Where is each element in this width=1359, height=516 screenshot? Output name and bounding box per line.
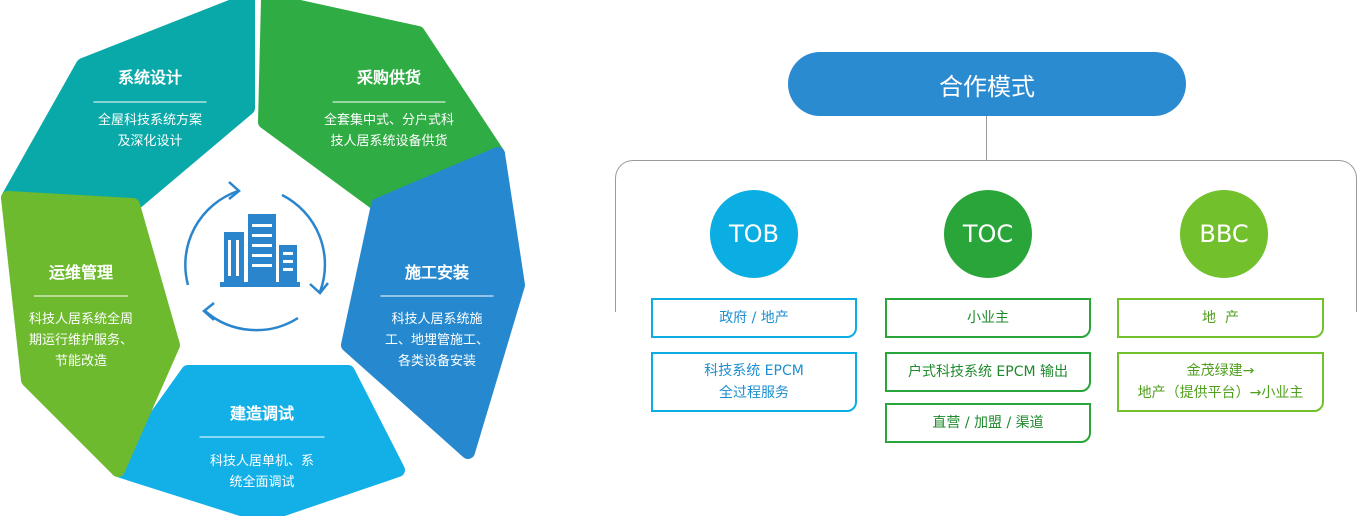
segment-description: 节能改造 [55,354,107,369]
segment-title: 运维管理 [49,263,113,282]
arrowhead-icon [228,181,241,200]
cycle-arrow-icon [281,193,327,293]
segment-shape [341,147,525,459]
arrowhead-icon [202,302,215,321]
segment-description: 全屋科技系统方案 [98,112,202,128]
segment-title: 施工安装 [405,263,469,282]
cycle-arrow-icon [184,189,239,286]
segment-title: 建造调试 [230,404,294,423]
bbc-box: 金茂绿建→ 地产（提供平台）→小业主 [1117,352,1324,412]
segment-description: 科技人居系统全周 [29,311,133,327]
box-line: 地产（提供平台）→小业主 [1137,385,1304,401]
box-line: 全过程服务 [719,385,789,401]
segment-description: 科技人居系统施 [391,312,482,327]
tob-box: 政府 / 地产 [651,298,857,338]
box-line: 地 产 [1202,310,1239,326]
arrowhead-icon [309,282,329,295]
segment-description: 各类设备安装 [398,353,476,369]
box-line: 金茂绿建→ [1186,363,1255,379]
center-cycle [184,181,329,332]
box-line: 户式科技系统 EPCM 输出 [907,364,1069,380]
segment-description: 全套集中式、分户式科 [324,112,454,128]
segment-description: 科技人居单机、系 [210,454,314,469]
model-bracket [615,160,1357,312]
connector-line [986,116,987,160]
box-line: 科技系统 EPCM [704,363,804,379]
segment-title: 采购供货 [356,68,421,87]
box-line: 小业主 [967,310,1009,326]
segment-description: 工、地埋管施工、 [385,333,489,348]
bbc-circle: BBC [1180,190,1268,278]
tob-circle: TOB [710,190,798,278]
building-icon [220,214,300,287]
bbc-box: 地 产 [1117,298,1324,338]
box-line: 政府 / 地产 [719,310,789,326]
segment-title: 系统设计 [118,68,182,87]
cycle-arrow-icon [204,310,299,332]
segment-description: 期运行维护服务、 [29,332,133,348]
cooperation-model-title: 合作模式 [788,52,1186,116]
segment-description: 技人居系统设备供货 [330,133,447,149]
toc-box: 户式科技系统 EPCM 输出 [885,352,1091,392]
toc-box: 直营 / 加盟 / 渠道 [885,403,1091,443]
segment-shape [1,191,180,477]
toc-circle: TOC [944,190,1032,278]
segment-description: 统全面调试 [229,474,294,490]
box-line: 直营 / 加盟 / 渠道 [932,415,1044,431]
segment-description: 及深化设计 [117,134,182,149]
segment-shape [111,365,405,516]
toc-box: 小业主 [885,298,1091,338]
tob-box: 科技系统 EPCM 全过程服务 [651,352,857,412]
